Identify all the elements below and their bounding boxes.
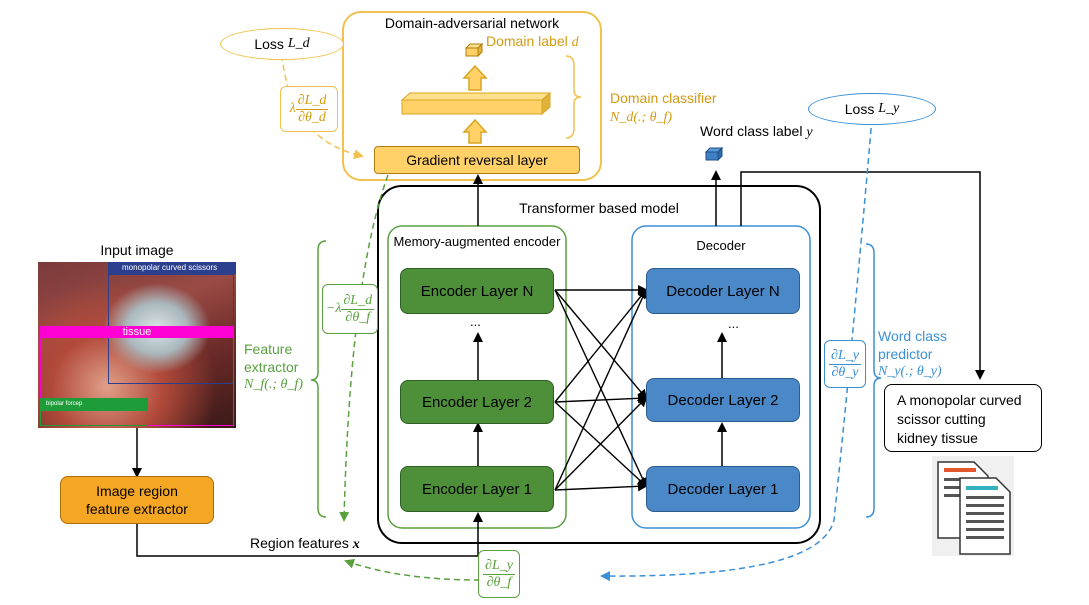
word-class-predictor-label: Word class predictor N_y(.; θ_y) [878,328,947,379]
encoder-title: Memory-augmented encoder [393,234,561,249]
encoder-layer-n: Encoder Layer N [400,268,554,314]
forceps-bbox-label: bipolar forcep [40,398,148,410]
region-feature-extractor: Image region feature extractor [60,476,214,524]
surgical-input-image: monopolar curved scissors tissue bipolar… [38,262,236,428]
loss-ld-ellipse: Loss L_d [220,28,344,60]
decoder-ellipsis: ... [728,316,739,331]
input-image-title: Input image [100,242,174,258]
word-class-label: Word class label y [700,123,813,140]
domain-classifier-symbol: N_d(.; θ_f) [610,110,673,125]
domain-classifier-label: Domain classifier [610,90,717,106]
scissors-bbox-label: monopolar curved scissors [108,262,236,274]
encoder-ellipsis: ... [470,314,481,329]
encoder-layer-2: Encoder Layer 2 [400,380,554,424]
grad-ld-theta-f: −λ ∂L_d∂θ_f [322,284,378,334]
document-icon [932,456,1014,556]
loss-ly-ellipse: Loss L_y [808,93,936,125]
domain-label: Domain label d [486,33,579,50]
encoder-layer-1: Encoder Layer 1 [400,466,554,512]
gradient-reversal-layer: Gradient reversal layer [374,146,580,174]
feature-extractor-label: Feature extractor N_f(.; θ_f) [244,341,303,392]
decoder-layer-2: Decoder Layer 2 [646,378,800,422]
decoder-layer-1: Decoder Layer 1 [646,466,800,512]
grad-ld-theta-d: λ ∂L_d∂θ_d [280,86,338,132]
domain-adversarial-title: Domain-adversarial network [384,15,560,31]
grad-ly-theta-f: ∂L_y∂θ_f [478,550,520,598]
transformer-title: Transformer based model [519,200,679,216]
generated-caption: A monopolar curved scissor cutting kidne… [884,384,1042,452]
tissue-bbox-label: tissue [40,326,234,338]
decoder-layer-n: Decoder Layer N [646,268,800,314]
forceps-bbox [40,410,148,426]
decoder-title: Decoder [696,238,746,253]
grad-ly-theta-y: ∂L_y∂θ_y [824,340,866,388]
region-features-label: Region features x [250,535,360,552]
